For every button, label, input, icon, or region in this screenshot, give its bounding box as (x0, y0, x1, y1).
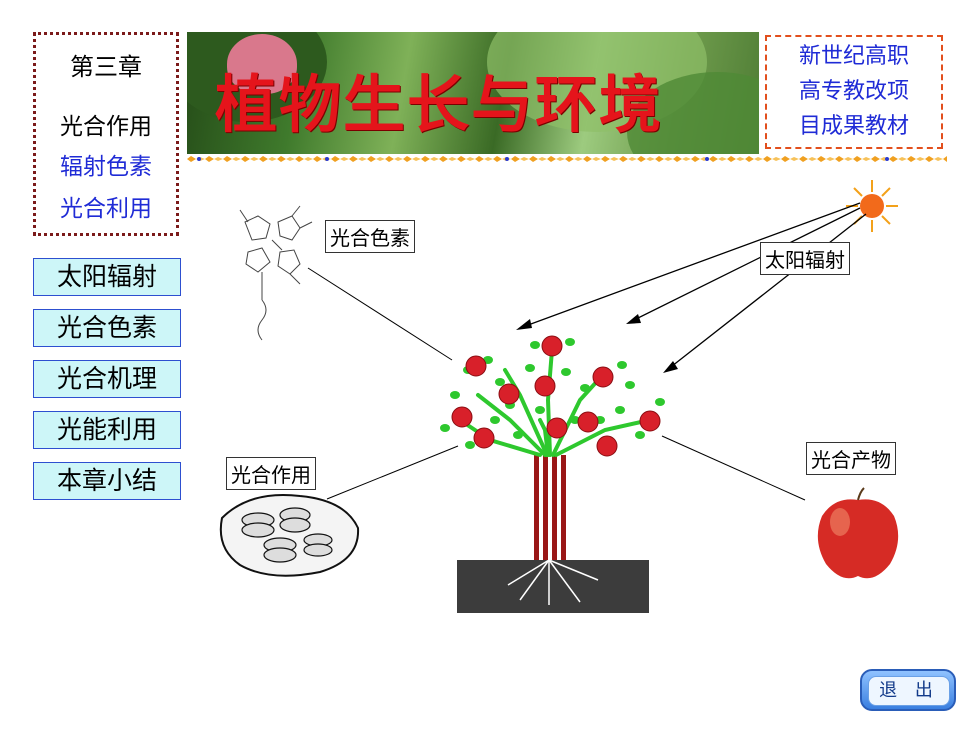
project-line: 高专教改项 (798, 79, 909, 104)
chapter-item-radiation-pigment[interactable]: 辐射色素 (60, 154, 152, 180)
chlorophyll-structure-icon (239, 205, 313, 341)
nav-button-light-use[interactable]: 光能利用 (33, 411, 181, 449)
nav-button-mechanism[interactable]: 光合机理 (33, 360, 181, 398)
nav-button-pigments[interactable]: 光合色素 (33, 309, 181, 347)
tree-apples (451, 335, 661, 457)
apple-product-icon (817, 487, 899, 579)
nav-button-solar-radiation[interactable]: 太阳辐射 (33, 258, 181, 296)
banner-title: 植物生长与环境 (215, 68, 664, 141)
chloroplast-icon (219, 493, 360, 577)
nav-button-summary[interactable]: 本章小结 (33, 462, 181, 500)
chapter-item-photosynthesis-use[interactable]: 光合利用 (60, 196, 152, 222)
project-line: 目成果教材 (798, 114, 909, 139)
chapter-title: 第三章 (70, 53, 142, 81)
chapter-box: 第三章 光合作用 辐射色素 光合利用 (33, 32, 179, 236)
label-product: 光合产物 (806, 442, 896, 475)
sun-icon (846, 180, 898, 232)
label-radiation: 太阳辐射 (760, 242, 850, 275)
project-line: 新世纪高职 (798, 44, 909, 69)
banner-image: 植物生长与环境 (187, 32, 759, 154)
project-info-box: 新世纪高职 高专教改项 目成果教材 (765, 35, 943, 149)
label-pigment: 光合色素 (325, 220, 415, 253)
decorative-divider (187, 154, 947, 164)
roots (507, 559, 599, 605)
chapter-item-photosynthesis[interactable]: 光合作用 (60, 114, 152, 140)
lotus-flower-shape (227, 34, 297, 94)
label-photosynthesis: 光合作用 (226, 457, 316, 490)
tree-leaves (440, 338, 665, 449)
tree-trunk (533, 455, 567, 560)
soil-block (457, 560, 649, 613)
exit-button-label: 退 出 (868, 676, 950, 706)
exit-button[interactable]: 退 出 (860, 669, 956, 711)
